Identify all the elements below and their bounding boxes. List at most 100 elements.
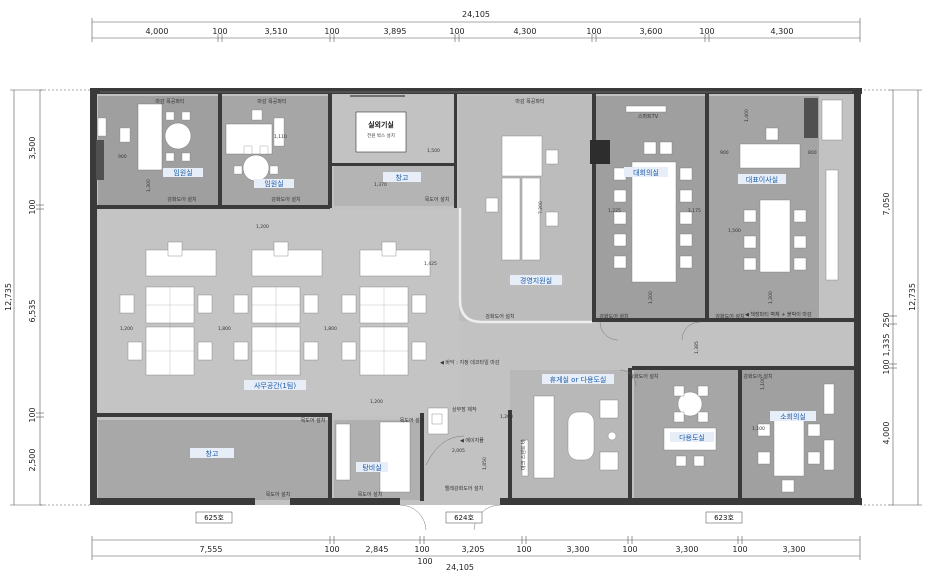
inner-dim: 800 <box>808 150 817 156</box>
inner-dim: 1,100 <box>752 426 765 432</box>
door-note: 목도어 설치 <box>266 491 291 498</box>
inner-dim: 1,200 <box>370 399 383 405</box>
dim-top: 4,000 <box>146 27 169 36</box>
room-label-storage-bottom: 창고 <box>206 450 219 458</box>
dim-bottom: 3,300 <box>567 545 590 554</box>
server-room-note: 전원 박스 설치 <box>367 132 395 139</box>
room-label-office: 사무공간(1팀) <box>254 381 296 390</box>
door-note: 강화도어 설치 <box>715 313 744 320</box>
partition-note: ◀ 책장파티 벽체 + 붙박이 마감 <box>745 311 812 318</box>
inner-dimensions: 1,110 1,500 1,370 1,200 1,425 7,200 1,22… <box>118 109 817 470</box>
unit-label-624: 624호 <box>454 514 474 522</box>
inner-dim: 1,500 <box>728 228 741 234</box>
door-note: 강화도어 설치 <box>743 373 772 380</box>
reception-note: 상부장 제작 <box>452 406 477 413</box>
door-note: 목도어 설치 <box>301 417 326 424</box>
inner-dim: 1,175 <box>688 208 701 214</box>
exec-room-2-furniture <box>225 109 285 182</box>
dim-bottom-extra: 100 <box>417 557 432 566</box>
curved-glass-partition <box>458 208 592 324</box>
inner-dim: 1,370 <box>374 182 387 188</box>
inner-dim: 1,200 <box>648 291 654 304</box>
dim-top: 100 <box>324 27 339 36</box>
dim-top: 100 <box>586 27 601 36</box>
dim-left: 100 <box>28 407 37 422</box>
ceo-room-furniture <box>739 99 843 281</box>
dim-top-total: 24,105 <box>462 10 490 19</box>
door-note: 강화도어 설치 <box>167 196 196 203</box>
server-room-title: 실외기실 <box>368 120 394 129</box>
dim-bottom: 100 <box>414 545 429 554</box>
dim-right-total: 12,735 <box>908 283 917 311</box>
dim-right: 250 <box>882 312 891 327</box>
mgmt-desks <box>485 135 559 261</box>
window-note: 마감 목공파티 <box>257 98 286 105</box>
pantry-fixtures <box>335 407 449 493</box>
bar-note: 마크 스텐트 바 <box>520 439 527 470</box>
window-note: 마감 목공파티 <box>515 98 544 105</box>
inner-dim: 1,200 <box>120 326 133 332</box>
dim-bottom: 3,300 <box>783 545 806 554</box>
inner-dim: 1,200 <box>256 224 269 230</box>
door-note: 강화도어 설치 <box>599 313 628 320</box>
inner-dim: 1,100 <box>760 377 766 390</box>
unit-label-625: 625호 <box>204 514 224 522</box>
entry-door-note: 엘레강화도어 설치 <box>445 485 483 492</box>
server-room-box <box>355 111 407 153</box>
dim-top: 100 <box>449 27 464 36</box>
exec-room-1-furniture <box>97 103 192 171</box>
room-label-ceo: 대표이사실 <box>746 175 778 184</box>
access-note: ◀ 에이지뮬 <box>460 437 484 444</box>
door-note: 강화도어 설치 <box>485 313 514 320</box>
inner-dim: 1,800 <box>218 326 231 332</box>
small-conf-furniture <box>757 383 835 493</box>
dim-left: 100 <box>28 199 37 214</box>
floor-finish-note: ◀ 바닥 : 지정 데코타일 마감 <box>440 359 500 366</box>
dim-top: 4,300 <box>514 27 537 36</box>
door-note: 목도어 설치 <box>358 491 383 498</box>
dim-left-total: 12,735 <box>4 283 13 311</box>
smart-tv-label: 스마트TV <box>638 113 659 120</box>
room-label-mgmt: 경영지원실 <box>520 276 552 285</box>
room-label-small-conf: 소회의실 <box>780 412 806 421</box>
dim-left: 6,535 <box>28 300 37 323</box>
inner-dim: 1,200 <box>768 291 774 304</box>
door-note: 목도어 설치 <box>400 417 425 424</box>
inner-dim: 1,850 <box>482 457 488 470</box>
office-desk-clusters <box>119 241 431 376</box>
room-label-pantry: 탕비실 <box>362 463 381 472</box>
door-note: 목도어 설치 <box>425 196 450 203</box>
lounge-furniture <box>521 395 619 479</box>
door-note: 강화도어 설치 <box>629 373 658 380</box>
dim-bottom: 3,205 <box>462 545 485 554</box>
inner-dim: 900 <box>118 154 127 160</box>
inner-dim: 7,200 <box>538 201 544 214</box>
dim-bottom: 100 <box>732 545 747 554</box>
dim-right: 4,000 <box>882 422 891 445</box>
inner-dim: 1,500 <box>427 148 440 154</box>
dim-right: 7,050 <box>882 193 891 216</box>
dim-bottom: 2,845 <box>366 545 389 554</box>
dim-top: 3,895 <box>384 27 407 36</box>
inner-dim: 1,800 <box>324 326 337 332</box>
inner-dim: 1,200 <box>500 414 513 420</box>
dim-right: 1,335 <box>882 334 891 357</box>
room-label-exec-2: 임원실 <box>264 179 283 188</box>
inner-dim: 1,385 <box>694 341 700 354</box>
dim-bottom: 100 <box>622 545 637 554</box>
dim-bottom-total: 24,105 <box>446 563 474 572</box>
dim-right: 100 <box>882 359 891 374</box>
inner-dim: 1,300 <box>146 179 152 192</box>
office-desk-lines <box>146 287 408 375</box>
walls <box>90 88 862 505</box>
conference-furniture <box>613 105 693 283</box>
room-label-exec-1: 임원실 <box>173 168 192 177</box>
dim-bottom: 100 <box>516 545 531 554</box>
inner-dim: 1,400 <box>744 109 750 122</box>
dim-top: 3,510 <box>265 27 288 36</box>
dim-bottom: 7,555 <box>200 545 223 554</box>
dim-bottom: 3,300 <box>676 545 699 554</box>
room-label-multi: 다용도실 <box>679 433 705 442</box>
unit-numbers: 625호 624호 623호 <box>195 511 743 524</box>
